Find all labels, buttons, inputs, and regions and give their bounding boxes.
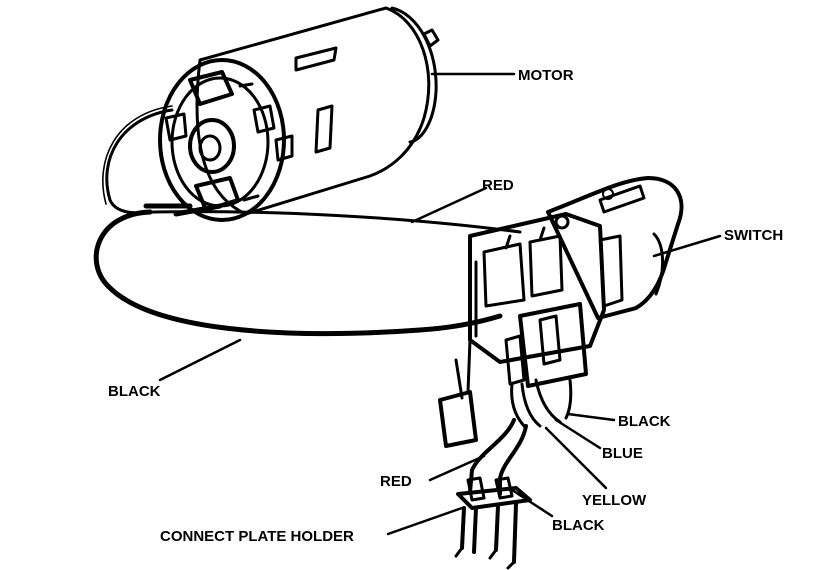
wires: [93, 105, 522, 337]
label-red-bottom: RED: [380, 473, 412, 490]
label-blue: BLUE: [602, 445, 643, 462]
red-wire: [105, 108, 522, 234]
leader-lines: [158, 72, 722, 536]
connect-plate-holder: [454, 476, 532, 570]
label-switch: SWITCH: [724, 227, 783, 244]
labels: MOTOR RED SWITCH BLACK BLACK BLUE RED YE…: [108, 67, 783, 545]
switch: [438, 176, 684, 448]
motor: [143, 6, 440, 222]
label-red-top: RED: [482, 177, 514, 194]
label-motor: MOTOR: [518, 67, 574, 84]
label-black-left: BLACK: [108, 383, 161, 400]
black-wire: [93, 209, 503, 337]
label-connect-plate-holder: CONNECT PLATE HOLDER: [160, 528, 354, 545]
label-black-right: BLACK: [618, 413, 671, 430]
label-yellow: YELLOW: [582, 492, 647, 509]
label-black-bottom: BLACK: [552, 517, 605, 534]
